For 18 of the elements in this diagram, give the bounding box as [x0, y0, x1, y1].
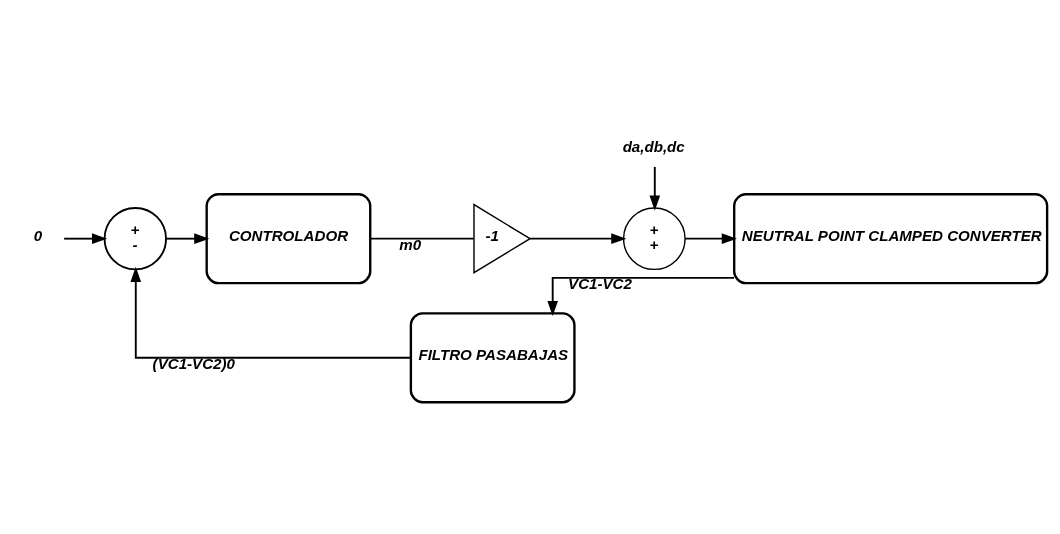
arrow	[63, 232, 108, 244]
edge-label: VC1-VC2	[568, 274, 632, 292]
edge-label: (VC1-VC2)0	[152, 354, 235, 372]
arrow	[130, 266, 412, 359]
node-circle: + -	[103, 206, 167, 270]
node-box: CONTROLADOR	[205, 192, 372, 284]
node-box: NEUTRAL POINT CLAMPED CONVERTER	[733, 192, 1049, 284]
arrow	[547, 276, 735, 316]
arrow	[529, 232, 627, 244]
node-text: 0	[33, 226, 43, 244]
node-circle: + +	[622, 206, 686, 270]
arrow	[684, 232, 737, 244]
connector	[369, 237, 475, 240]
arrow	[165, 232, 210, 244]
edge-label: m0	[399, 235, 422, 253]
arrow	[649, 165, 661, 211]
node-text: da,db,dc	[622, 137, 685, 155]
node-box: FILTRO PASABAJAS	[409, 311, 576, 403]
